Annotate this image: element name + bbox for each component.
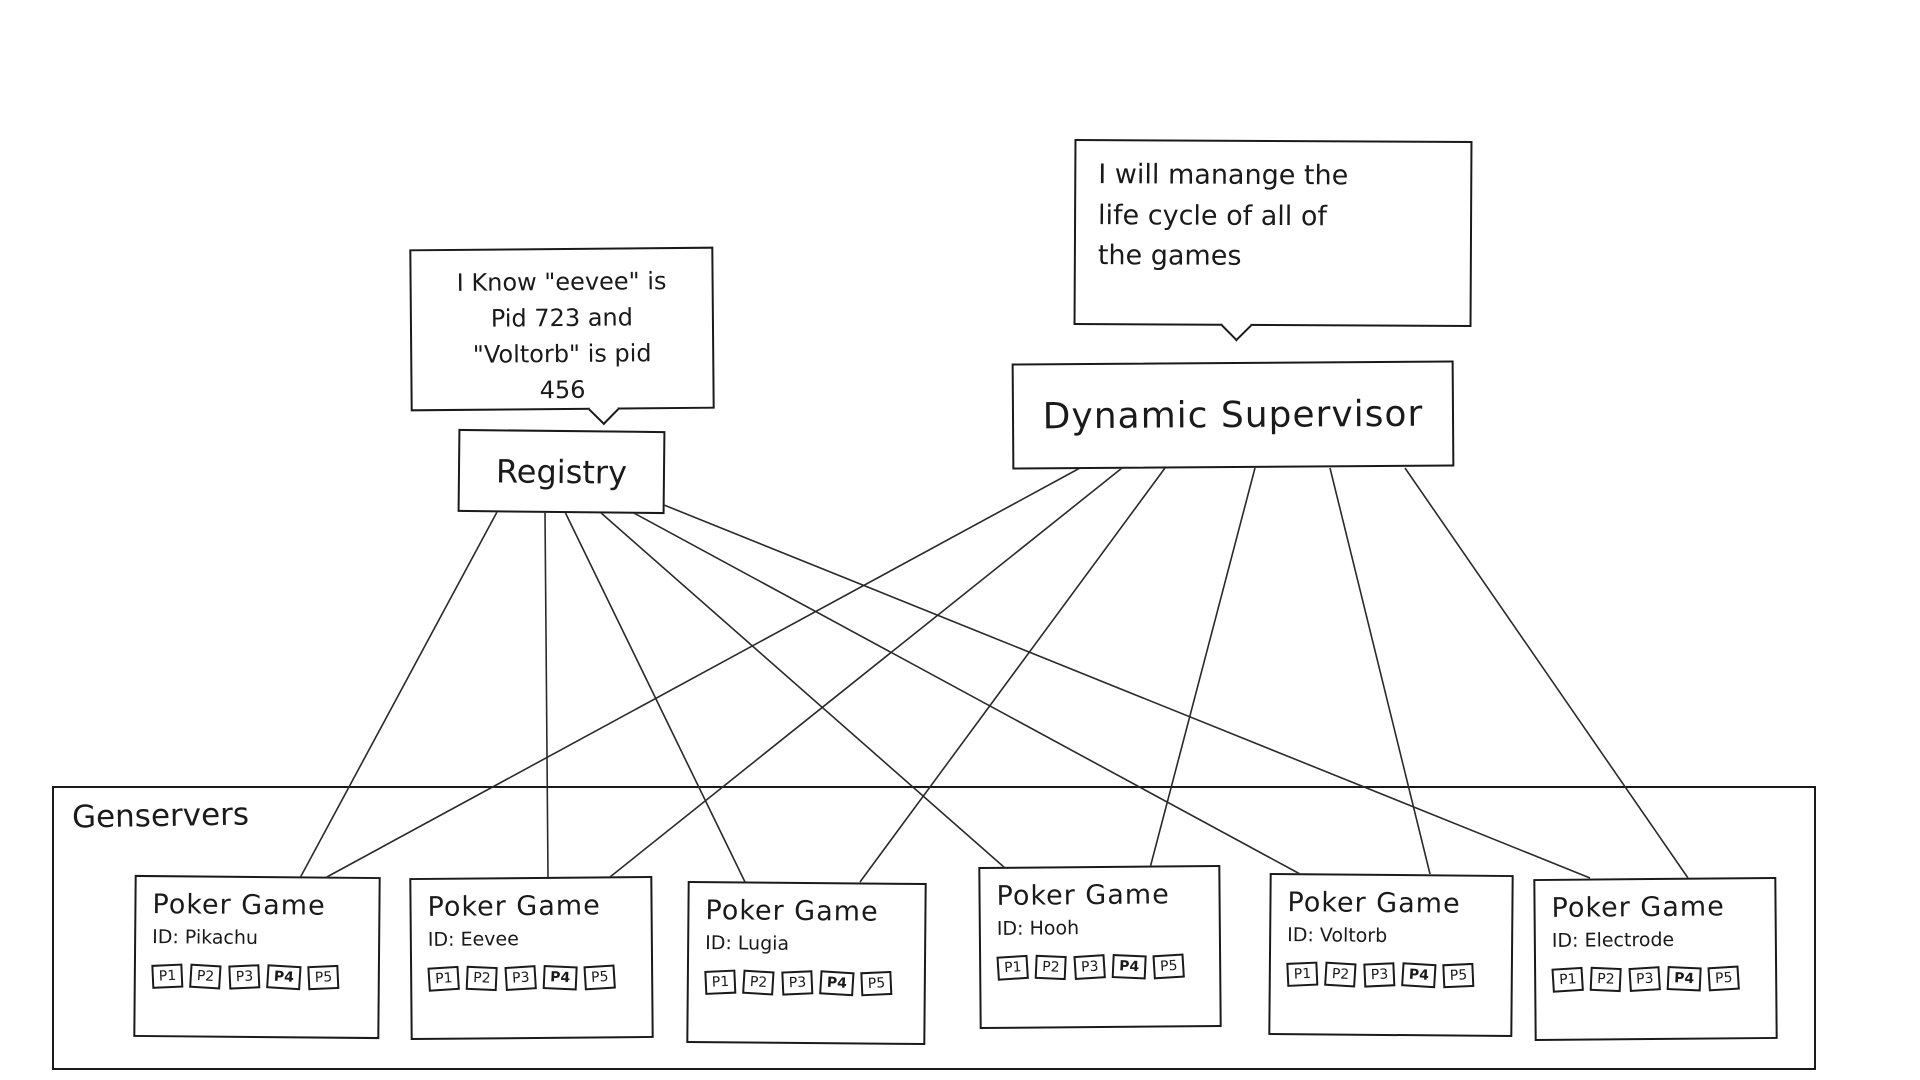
player-chip: P4 — [266, 964, 302, 991]
player-chip: P2 — [1590, 966, 1623, 993]
player-chip: P5 — [860, 970, 893, 997]
supervisor-bubble-line: I will manange the — [1098, 159, 1349, 192]
player-chip: P1 — [1551, 966, 1585, 993]
poker-game-id-value: Lugia — [737, 932, 790, 955]
player-chip: P1 — [704, 969, 737, 995]
player-chip: P3 — [1363, 962, 1396, 988]
registry-bubble-line: 456 — [539, 375, 586, 405]
poker-game-id-label: ID: — [427, 928, 455, 951]
poker-game-id: ID: Electrode — [1552, 928, 1761, 952]
poker-game-id: ID: Eevee — [428, 927, 637, 951]
player-chip: P4 — [1666, 966, 1702, 992]
player-chip: P2 — [742, 969, 776, 996]
player-chip: P1 — [427, 965, 461, 992]
player-chip: P3 — [1628, 966, 1661, 993]
player-chip: P5 — [583, 964, 617, 991]
player-chip: P1 — [151, 963, 184, 989]
poker-game-id-label: ID: — [1287, 924, 1314, 947]
registry-bubble-line: I Know "eevee" is — [456, 267, 667, 297]
player-chip: P5 — [1442, 962, 1475, 989]
player-chip: P3 — [781, 970, 814, 996]
poker-game-id: ID: Voltorb — [1287, 924, 1497, 948]
player-chip: P5 — [307, 964, 340, 991]
player-chip: P4 — [542, 965, 578, 991]
poker-game-id: ID: Hooh — [997, 916, 1205, 940]
dynamic-supervisor-label: Dynamic Supervisor — [1042, 393, 1424, 437]
poker-game-id-value: Electrode — [1584, 928, 1675, 952]
genservers-label: Genservers — [71, 796, 250, 836]
poker-game-title: Poker Game — [152, 889, 326, 922]
poker-game-id-value: Voltorb — [1319, 924, 1388, 947]
poker-game-title: Poker Game — [427, 890, 601, 923]
speech-bubble-tail — [1220, 310, 1253, 342]
poker-game-title: Poker Game — [996, 879, 1170, 912]
poker-game-title: Poker Game — [705, 895, 879, 928]
poker-game-id-label: ID: — [152, 926, 179, 949]
player-chip: P2 — [466, 965, 499, 992]
poker-game-title: Poker Game — [1551, 891, 1725, 924]
poker-game-title: Poker Game — [1287, 887, 1461, 920]
player-chip: P4 — [819, 970, 855, 997]
supervisor-speech-bubble: I will manange the life cycle of all of … — [1073, 138, 1473, 342]
poker-game-id: ID: Pikachu — [152, 926, 364, 950]
poker-game-id: ID: Lugia — [705, 932, 910, 956]
poker-game-id-value: Pikachu — [184, 926, 259, 950]
poker-game-id-label: ID: — [705, 932, 732, 955]
player-chip: P2 — [189, 963, 223, 990]
registry-node: Registry — [457, 428, 666, 515]
registry-bubble-line: "Voltorb" is pid — [472, 339, 652, 369]
player-chip: P4 — [1401, 962, 1437, 989]
poker-game-id-value: Eevee — [460, 928, 519, 951]
poker-game-id-value: Hooh — [1029, 917, 1080, 940]
poker-game-id-label: ID: — [1551, 929, 1579, 952]
dynamic-supervisor-node: Dynamic Supervisor — [1011, 360, 1455, 470]
player-chip: P1 — [1286, 961, 1319, 987]
registry-bubble-line: Pid 723 and — [490, 303, 634, 333]
player-chip: P3 — [1073, 954, 1106, 981]
registry-label: Registry — [495, 451, 628, 492]
player-chip: P2 — [1324, 961, 1358, 988]
supervisor-bubble-line: life cycle of all of — [1098, 199, 1327, 232]
player-chip: P3 — [504, 965, 537, 992]
player-chip: P4 — [1111, 954, 1147, 980]
poker-game-id-label: ID: — [996, 917, 1024, 940]
player-chip: P2 — [1035, 954, 1068, 981]
player-chip: P5 — [1152, 953, 1186, 980]
player-chip: P1 — [996, 954, 1030, 981]
registry-speech-bubble: I Know "eevee" is Pid 723 and "Voltorb" … — [409, 246, 715, 426]
supervisor-bubble-line: the games — [1097, 240, 1242, 272]
player-chip: P3 — [228, 964, 261, 990]
player-chip: P5 — [1707, 965, 1741, 992]
